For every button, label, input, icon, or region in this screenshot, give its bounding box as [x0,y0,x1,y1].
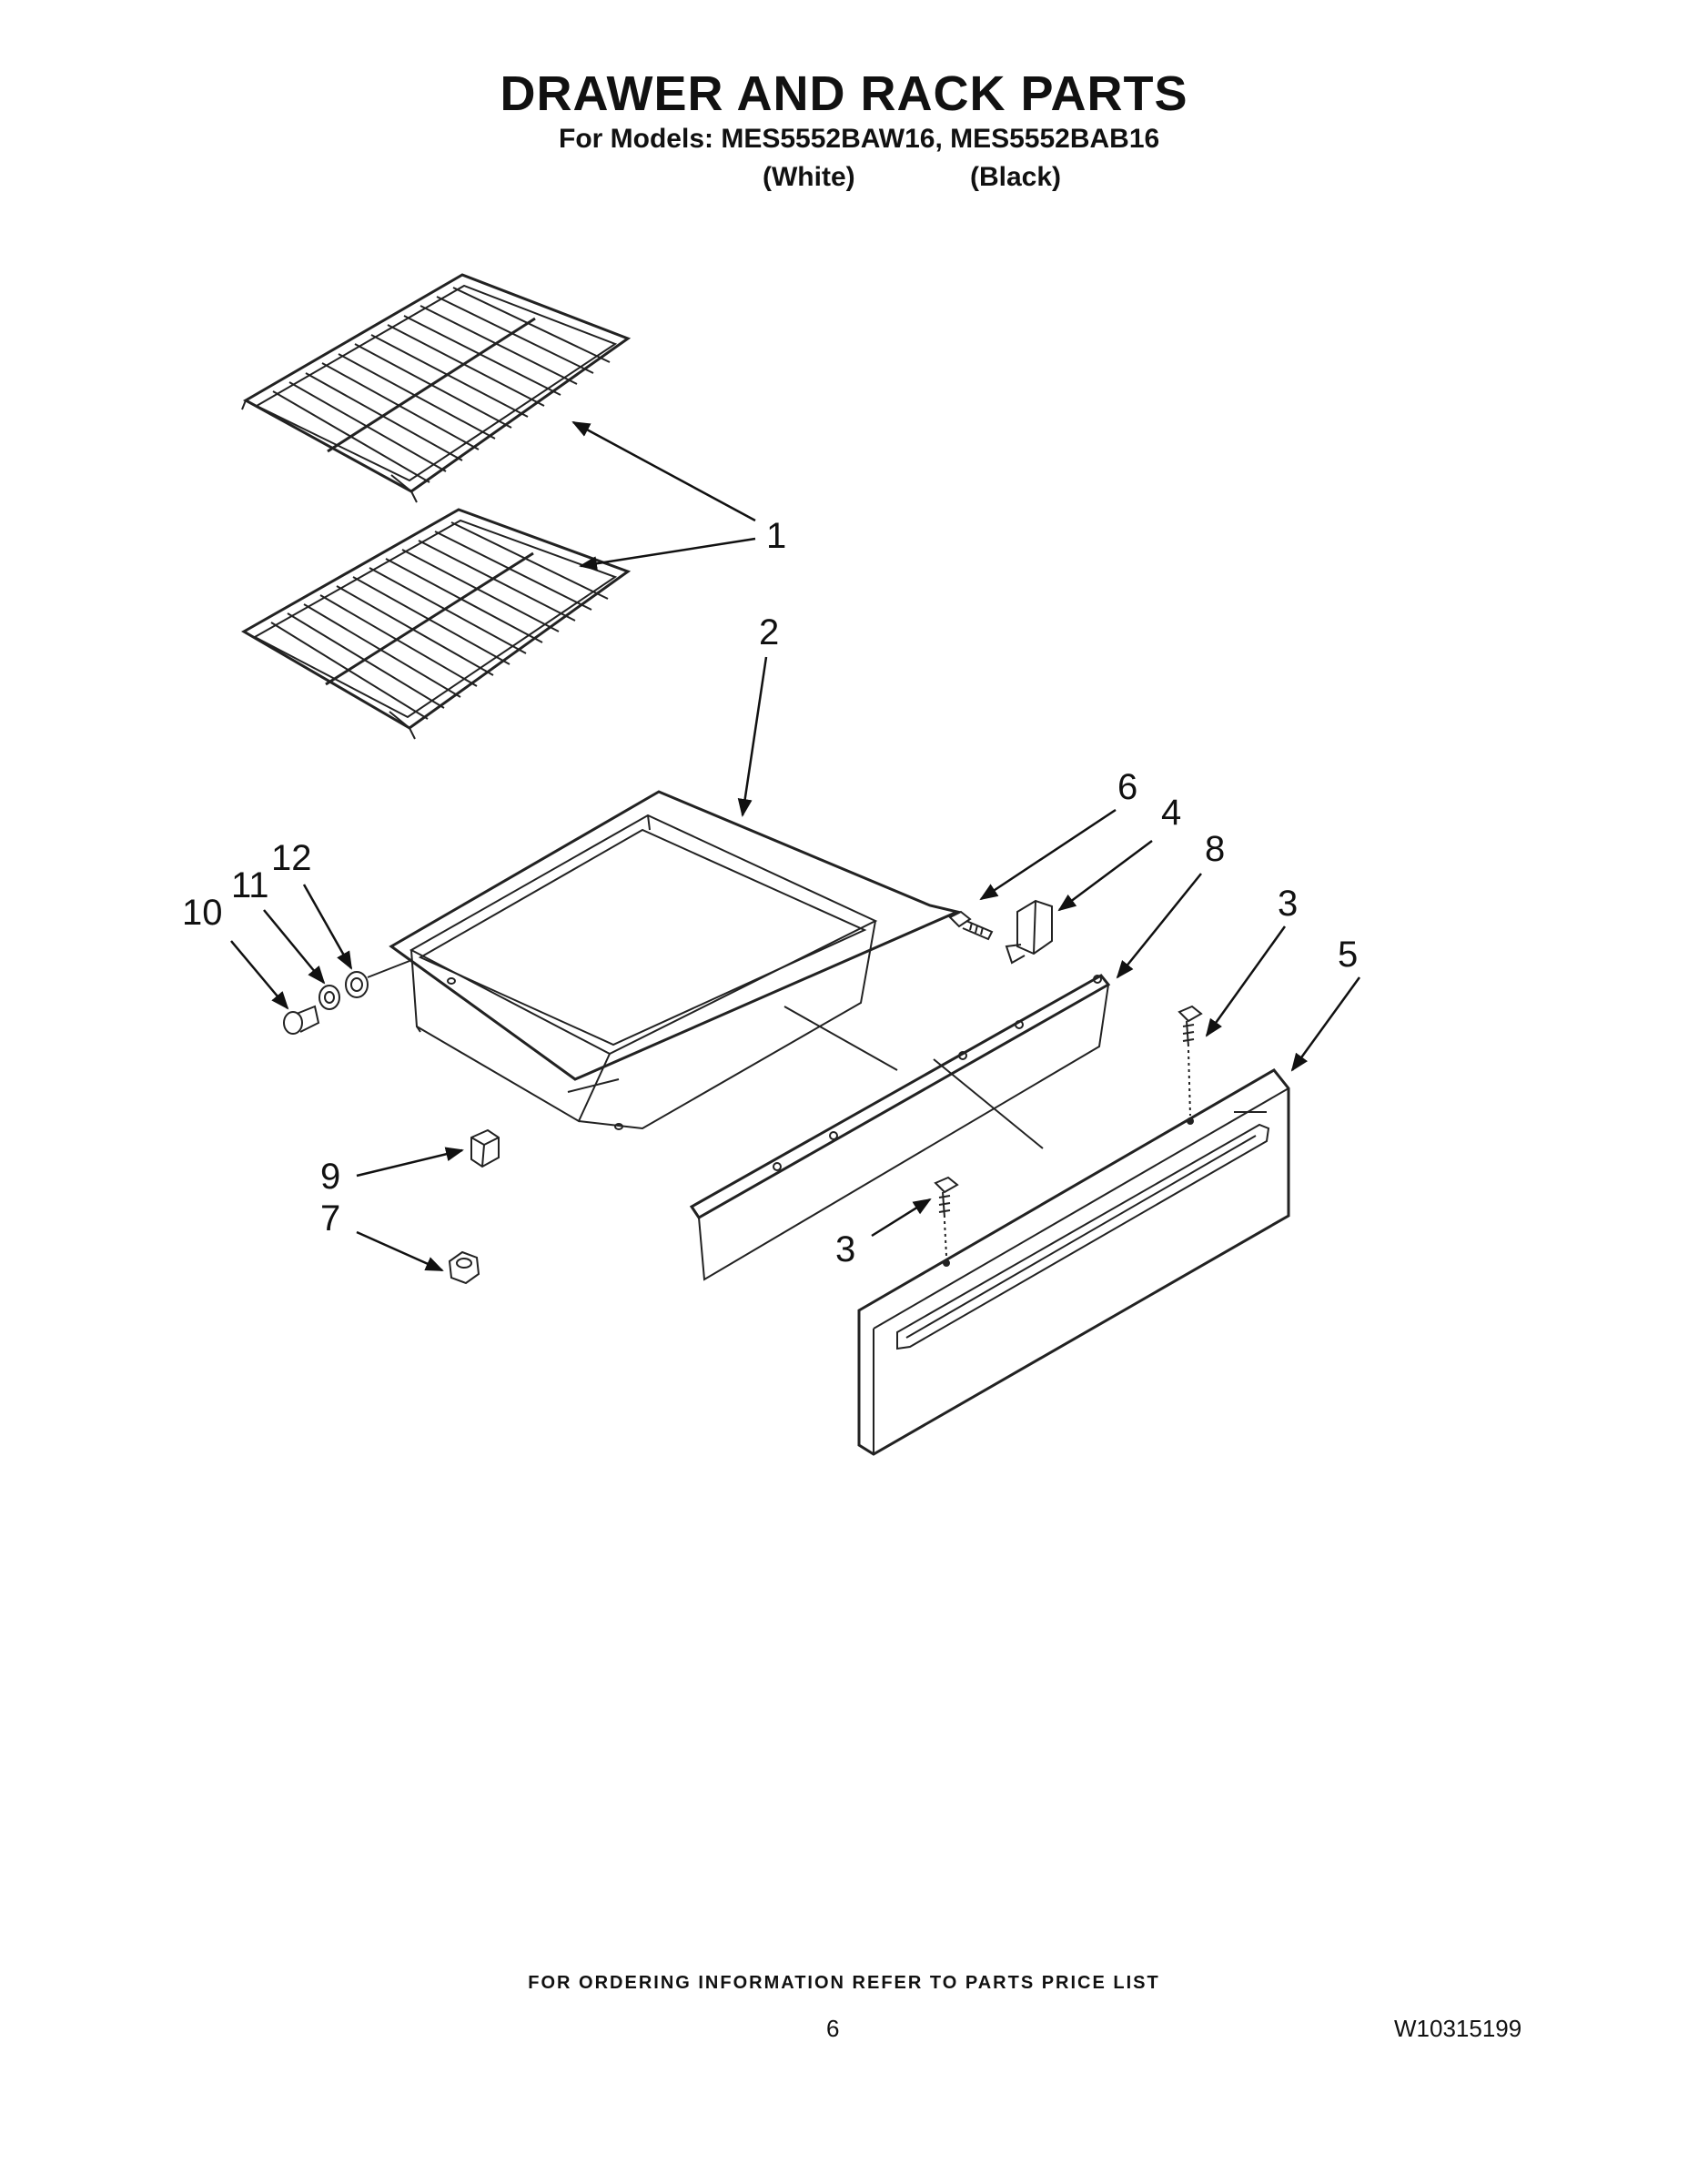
hex-nut [448,1250,480,1285]
callout-3-lower: 3 [835,1229,855,1269]
callout-6: 6 [1117,767,1137,807]
drawer-bracket [689,974,1111,1281]
callout-10: 10 [182,893,223,933]
screw-upper [1178,1005,1203,1117]
document-id: W10315199 [1394,2015,1522,2042]
drawer-front-panel [857,1068,1290,1456]
oven-rack-upper [241,273,632,503]
bolt [948,910,994,941]
callout-2: 2 [759,612,779,652]
drawer-clip [1005,899,1053,965]
models-line: For Models: MES5552BAW16, MES5552BAB16 [559,124,1160,154]
callout-9: 9 [320,1157,340,1197]
variant-white-label: (White) [763,162,855,192]
storage-drawer [389,790,962,1130]
ordering-note: FOR ORDERING INFORMATION REFER TO PARTS … [528,1973,1160,1993]
callout-7: 7 [320,1198,340,1239]
callout-5: 5 [1338,935,1358,975]
leader-lines [230,420,1361,1272]
variant-black-label: (Black) [970,162,1062,192]
oven-rack-lower [240,508,632,740]
callout-4: 4 [1161,793,1181,833]
roller-hardware [283,960,410,1035]
callout-1: 1 [766,516,786,556]
callout-3-upper: 3 [1278,884,1298,924]
callout-8: 8 [1205,829,1225,869]
page-number: 6 [826,2015,840,2042]
screw-lower [934,1176,959,1257]
page-title: DRAWER AND RACK PARTS [500,66,1188,121]
callout-12: 12 [271,838,312,878]
callout-11: 11 [231,865,269,905]
glide-block [470,1128,500,1168]
